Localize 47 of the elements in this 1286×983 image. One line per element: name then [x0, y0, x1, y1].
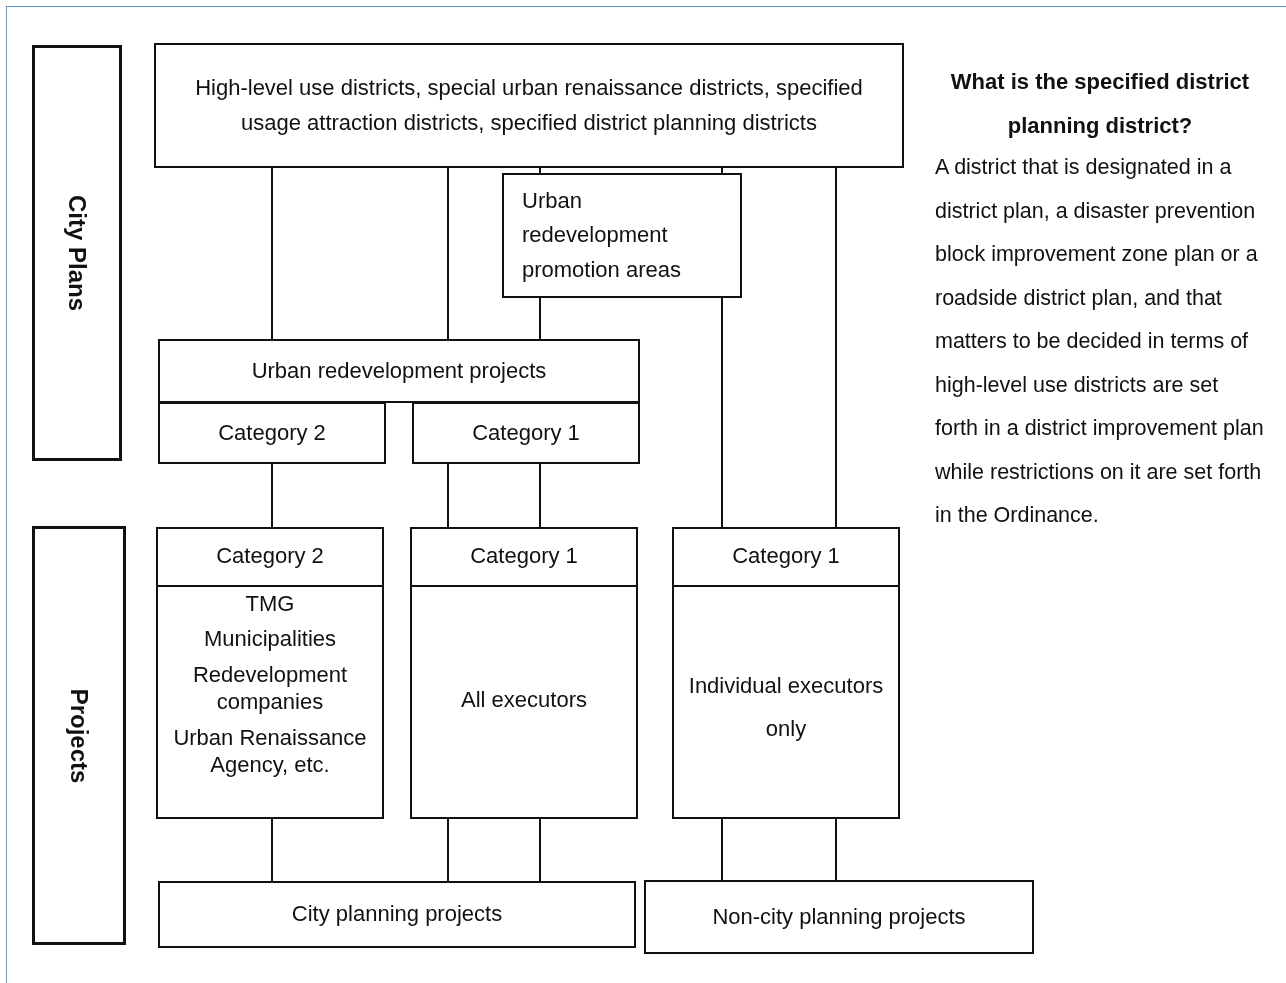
section-band	[32, 45, 122, 461]
category-box	[410, 527, 638, 819]
process-box	[158, 339, 640, 403]
executor-text: Municipalities	[202, 626, 338, 653]
connector-line	[539, 167, 541, 174]
box-text: Non-city planning projects	[711, 902, 967, 931]
connector-line	[271, 167, 273, 340]
executor-text: Urban Renaissance Agency, etc.	[172, 725, 368, 779]
process-box	[644, 880, 1034, 954]
connector-line	[271, 818, 273, 882]
category-heading: Category 1	[731, 543, 841, 570]
category-heading: Category 1	[469, 543, 579, 570]
category-heading: Category 2	[215, 543, 325, 570]
box-text: City planning projects	[290, 900, 504, 929]
side-note: A district that is designated in a district plan, a disaster prevention block improvement zone plan or a roadside district plan, and that matters to be decided in terms of high-level use districts are set forth in a district improvement plan while restrictions on it are set forth in the Ordinance.	[935, 154, 1265, 529]
process-box	[412, 402, 640, 464]
connector-line	[447, 818, 449, 882]
section-label: Projects	[65, 688, 94, 783]
connector-line	[271, 463, 273, 528]
executor-text: Redevelopment companies	[191, 662, 349, 716]
executor-text: All executors	[460, 687, 588, 714]
connector-line	[721, 167, 723, 174]
side-heading: What is the specified district planning district?	[949, 68, 1251, 140]
process-box	[158, 402, 386, 464]
connector-line	[447, 463, 449, 528]
section-band	[32, 526, 126, 945]
box-text: High-level use districts, special urban renaissance districts, specified usage attraction districts, specified district planning districts	[194, 74, 864, 137]
connector-line	[721, 818, 723, 881]
box-text: Urban redevelopment projects	[250, 356, 548, 385]
connector-line	[539, 818, 541, 882]
section-label: City Plans	[63, 195, 92, 311]
connector-line	[539, 463, 541, 528]
connector-line	[539, 297, 541, 340]
box-text: Category 2	[217, 418, 327, 447]
executor-text: Individual executors only	[687, 672, 885, 743]
process-box	[502, 173, 742, 298]
process-box	[158, 881, 636, 948]
connector-line	[447, 167, 449, 340]
box-text: Urban redevelopment promotion areas	[521, 187, 682, 284]
box-text: Category 1	[471, 418, 581, 447]
process-box	[154, 43, 904, 168]
executor-text: TMG	[244, 591, 296, 618]
category-box	[672, 527, 900, 819]
connector-line	[721, 297, 723, 528]
connector-line	[835, 167, 837, 528]
connector-line	[835, 818, 837, 881]
category-box	[156, 527, 384, 819]
